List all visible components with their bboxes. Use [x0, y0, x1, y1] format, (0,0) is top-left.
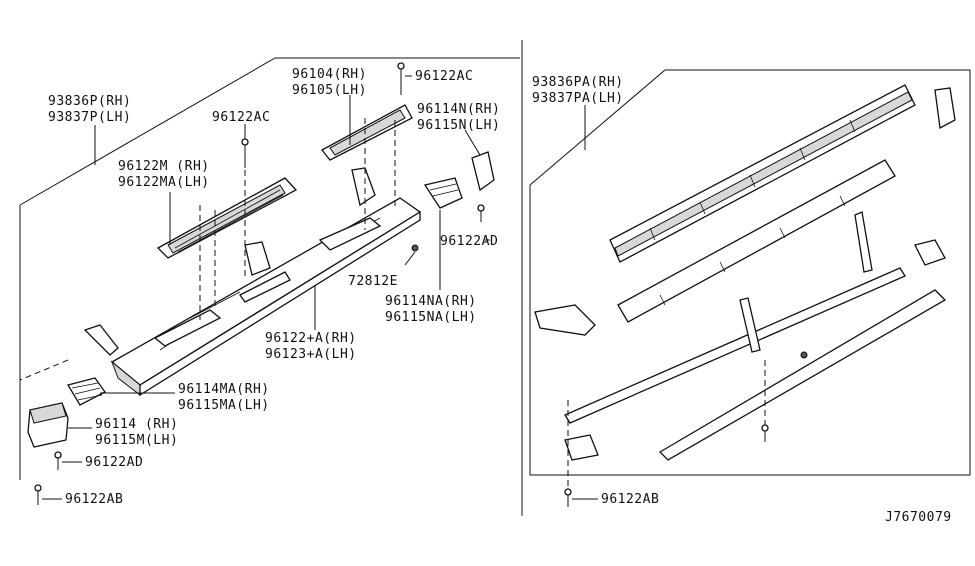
- screw-96122ac-b: [397, 62, 405, 95]
- label-96122ad-b: 96122AD: [85, 455, 143, 470]
- left-frame-top: [19, 57, 520, 206]
- nut-right: [800, 351, 808, 359]
- end-cap-top: [29, 402, 67, 424]
- label-96104: 96104(RH): [292, 67, 367, 82]
- label-96114na: 96114NA(RH): [385, 294, 477, 309]
- left-panel: 93836P(RH) 93837P(LH) 96122AC 96104(RH) …: [19, 57, 520, 507]
- step-pad-part: [156, 177, 298, 259]
- label-96115n: 96115N(LH): [417, 118, 500, 133]
- sill-cover-part: [110, 197, 422, 397]
- label-96122ac-b: 96122AC: [415, 69, 473, 84]
- step-base-part: [617, 159, 896, 323]
- step-grille-part: [609, 84, 916, 263]
- mid-bracket: [244, 241, 271, 276]
- screw-right-bottom: [761, 424, 769, 442]
- diagram-id: J7670079: [885, 510, 952, 525]
- label-96122ab-a: 96122AB: [65, 492, 123, 507]
- label-96115na: 96115NA(LH): [385, 310, 477, 325]
- label-96115ma: 96115MA(LH): [178, 398, 270, 413]
- rear-bracket-piece: [564, 434, 599, 461]
- label-96123a: 96123+A(LH): [265, 347, 357, 362]
- label-96115m: 96115M(LH): [95, 433, 178, 448]
- label-96105: 96105(LH): [292, 83, 367, 98]
- front-bracket-piece: [914, 239, 946, 266]
- leader-72812e: [404, 251, 416, 266]
- nut-72812e: [411, 244, 419, 252]
- label-96122m: 96122M (RH): [118, 159, 210, 174]
- frame-tube-part: [564, 211, 947, 461]
- label-96122ad-a: 96122AD: [440, 234, 498, 249]
- label-93837pa: 93837PA(LH): [532, 91, 624, 106]
- front-bracket: [351, 167, 376, 207]
- label-96122ab-b: 96122AB: [601, 492, 659, 507]
- label-96114: 96114 (RH): [95, 417, 178, 432]
- leader-96114n: [464, 129, 481, 156]
- rear-end-piece: [534, 304, 596, 336]
- dash-6: [19, 359, 69, 381]
- label-96114n: 96114N(RH): [417, 102, 500, 117]
- screw-96122ac-a: [241, 138, 249, 168]
- bracket-part: [471, 151, 495, 192]
- label-96122a: 96122+A(RH): [265, 331, 357, 346]
- label-96122ac-a: 96122AC: [212, 110, 270, 125]
- clip-part: [423, 177, 463, 209]
- screw-96122ad-b: [54, 451, 62, 470]
- label-72812e: 72812E: [348, 274, 398, 289]
- label-93836p: 93836P(RH): [48, 94, 131, 109]
- screw-96122ab-b: [564, 488, 572, 507]
- front-step-pad-part: [321, 104, 413, 161]
- front-end-piece: [934, 87, 956, 130]
- right-frame: [529, 69, 971, 476]
- label-93837p: 93837P(LH): [48, 110, 131, 125]
- label-93836pa: 93836PA(RH): [532, 75, 624, 90]
- right-panel: 93836PA(RH) 93837PA(LH) 96122AB: [529, 69, 971, 507]
- label-96122ma: 96122MA(LH): [118, 175, 210, 190]
- screw-96122ad-a: [477, 204, 485, 222]
- label-96114ma: 96114MA(RH): [178, 382, 270, 397]
- end-clip-part: [66, 324, 119, 406]
- screw-96122ab-a: [34, 484, 42, 505]
